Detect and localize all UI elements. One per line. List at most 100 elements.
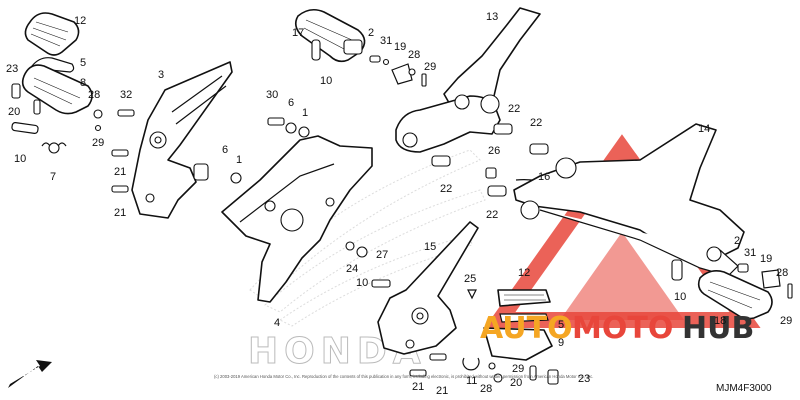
part-callout-29: 29 bbox=[424, 61, 436, 73]
watermark-hub: HUB bbox=[682, 311, 754, 346]
part-callout-28: 28 bbox=[480, 383, 492, 395]
washer-28-upper bbox=[408, 68, 416, 76]
left-collar-6 bbox=[193, 163, 209, 181]
part-callout-1: 1 bbox=[302, 107, 308, 119]
passenger-footpeg-18 bbox=[697, 270, 773, 320]
pin-29-upper bbox=[421, 73, 427, 87]
plate-19 bbox=[391, 63, 413, 85]
part-callout-21: 21 bbox=[114, 207, 126, 219]
ball-31 bbox=[382, 58, 390, 66]
bolt-32 bbox=[117, 109, 135, 117]
passenger-bracket-13 bbox=[395, 7, 541, 153]
left-bolt-20 bbox=[33, 99, 41, 115]
part-callout-31: 31 bbox=[380, 35, 392, 47]
left-bolt-23 bbox=[11, 83, 21, 99]
part-callout-14: 14 bbox=[698, 123, 710, 135]
bolt-30 bbox=[267, 117, 285, 126]
part-callout-5: 5 bbox=[80, 57, 86, 69]
part-callout-32: 32 bbox=[120, 89, 132, 101]
pin-29-right bbox=[787, 283, 793, 299]
part-callout-18: 18 bbox=[714, 315, 726, 327]
bolt-22-d bbox=[487, 185, 507, 197]
part-callout-15: 15 bbox=[424, 241, 436, 253]
bolt-21-lower bbox=[111, 185, 129, 193]
bolt-21-c bbox=[429, 353, 447, 361]
front-direction-arrow: FR. bbox=[8, 360, 52, 388]
washer-29-lower bbox=[488, 362, 496, 370]
part-callout-10: 10 bbox=[320, 75, 332, 87]
part-callout-19: 19 bbox=[394, 41, 406, 53]
part-callout-20: 20 bbox=[8, 106, 20, 118]
part-callout-29: 29 bbox=[780, 315, 792, 327]
left-washer-29 bbox=[94, 124, 102, 132]
part-callout-7: 7 bbox=[50, 171, 56, 183]
part-callout-27: 27 bbox=[376, 249, 388, 261]
screw-25 bbox=[467, 289, 477, 300]
part-callout-6: 6 bbox=[288, 97, 294, 109]
passenger-footpeg-17 bbox=[294, 8, 366, 63]
part-callout-8: 8 bbox=[80, 77, 86, 89]
spring-2 bbox=[369, 55, 381, 63]
part-callout-10: 10 bbox=[14, 153, 26, 165]
part-callout-29: 29 bbox=[512, 363, 524, 375]
left-footpeg-rubber bbox=[24, 12, 80, 56]
part-callout-6: 6 bbox=[222, 144, 228, 156]
left-footpeg-8 bbox=[21, 64, 93, 115]
pin-10-right bbox=[671, 259, 683, 281]
part-callout-22: 22 bbox=[486, 209, 498, 221]
pin-10-lower bbox=[371, 279, 391, 288]
part-callout-25: 25 bbox=[464, 273, 476, 285]
left-washer-28 bbox=[93, 109, 103, 119]
part-callout-3: 3 bbox=[158, 69, 164, 81]
step-bracket-15 bbox=[377, 221, 479, 355]
bolt-22-c bbox=[431, 155, 451, 167]
nut-1-upper bbox=[298, 126, 310, 138]
lower-footpeg-9 bbox=[483, 327, 553, 361]
bolt-26 bbox=[485, 167, 497, 179]
site-watermark-text: AUTO MOTO HUB bbox=[480, 311, 754, 346]
heel-guard-4 bbox=[221, 135, 373, 303]
part-callout-22: 22 bbox=[440, 183, 452, 195]
left-step-bracket-3 bbox=[131, 61, 233, 219]
part-callout-11: 11 bbox=[466, 375, 477, 387]
lower-footpeg-rubber-12 bbox=[497, 289, 551, 307]
left-pin-10 bbox=[11, 122, 39, 134]
part-callout-23: 23 bbox=[578, 373, 590, 385]
collar-6-upper bbox=[285, 122, 297, 134]
part-callout-22: 22 bbox=[508, 103, 520, 115]
nut-27 bbox=[356, 246, 368, 258]
part-callout-2: 2 bbox=[368, 27, 374, 39]
part-callout-28: 28 bbox=[88, 89, 100, 101]
bolt-21-upper bbox=[111, 149, 129, 157]
part-callout-4: 4 bbox=[274, 317, 280, 329]
diagram-code: MJM4F3000 bbox=[716, 383, 772, 394]
spring-11 bbox=[462, 357, 480, 371]
part-callout-12: 12 bbox=[518, 267, 530, 279]
plate-19-right bbox=[761, 269, 781, 289]
watermark-moto: MOTO bbox=[572, 311, 673, 346]
part-callout-21: 21 bbox=[412, 381, 424, 393]
part-callout-10: 10 bbox=[674, 291, 686, 303]
bolt-21-d bbox=[409, 369, 427, 377]
part-callout-17: 17 bbox=[292, 27, 304, 39]
part-callout-22: 22 bbox=[530, 117, 542, 129]
part-callout-19: 19 bbox=[760, 253, 772, 265]
watermark-auto: AUTO bbox=[480, 311, 573, 346]
part-callout-29: 29 bbox=[92, 137, 104, 149]
part-callout-5: 5 bbox=[558, 319, 564, 331]
passenger-bracket-14 bbox=[513, 123, 745, 277]
part-callout-24: 24 bbox=[346, 263, 358, 275]
part-callout-21: 21 bbox=[436, 385, 448, 397]
part-callout-26: 26 bbox=[488, 145, 500, 157]
part-callout-28: 28 bbox=[408, 49, 420, 61]
part-callout-30: 30 bbox=[266, 89, 278, 101]
part-callout-10: 10 bbox=[356, 277, 368, 289]
washer-28-lower bbox=[493, 373, 503, 383]
pin-10-upper bbox=[311, 39, 321, 61]
part-callout-9: 9 bbox=[558, 337, 564, 349]
bolt-22-b bbox=[529, 143, 549, 155]
spring-2-right bbox=[737, 263, 749, 273]
part-callout-2: 2 bbox=[734, 235, 740, 247]
